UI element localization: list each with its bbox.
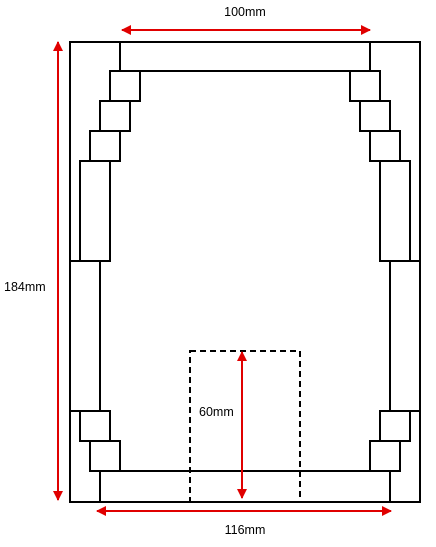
right-block-4	[379, 160, 411, 262]
right-block-5	[389, 260, 421, 412]
top-width-label: 100mm	[224, 5, 266, 19]
bottom-width-label: 116mm	[225, 523, 266, 537]
inner-height-label: 60mm	[199, 405, 234, 419]
frame-outline	[69, 41, 421, 503]
outer-frame	[69, 41, 421, 503]
left-block-7	[89, 440, 121, 472]
left-block-5	[69, 260, 101, 412]
right-block-6	[379, 410, 411, 442]
right-block-3	[369, 130, 401, 162]
right-block-1	[349, 70, 381, 102]
right-block-2	[359, 100, 391, 132]
left-block-1	[109, 70, 141, 102]
dashed-inner-box	[189, 350, 301, 503]
dimension-arrows	[53, 25, 392, 516]
left-block-6	[79, 410, 111, 442]
left-block-3	[89, 130, 121, 162]
right-block-7	[369, 440, 401, 472]
left-block-2	[99, 100, 131, 132]
height-label: 184mm	[4, 280, 46, 294]
left-block-4	[79, 160, 111, 262]
